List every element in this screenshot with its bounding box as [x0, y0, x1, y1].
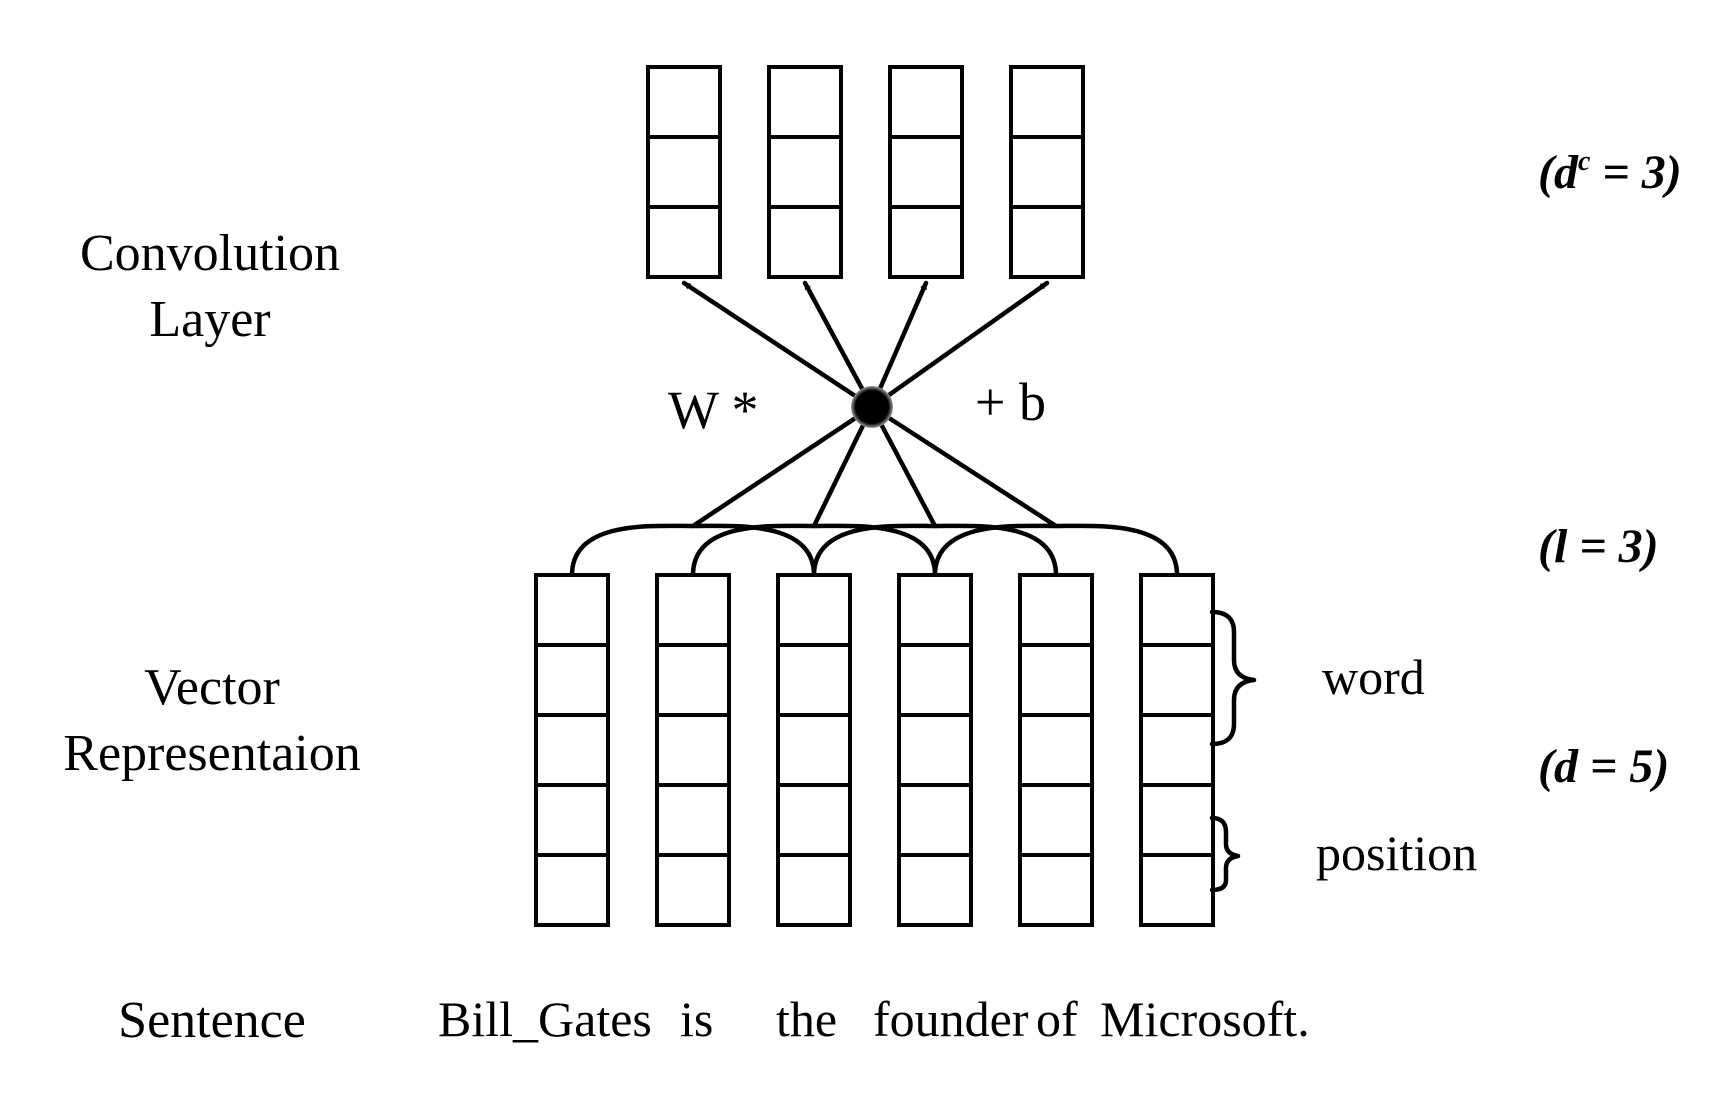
- window-edge: [811, 404, 875, 529]
- vector-cell: [1018, 573, 1094, 647]
- convolution-label-line2: Layer: [149, 291, 270, 348]
- vector-cell: [655, 713, 731, 787]
- vector-cell: [776, 853, 852, 927]
- filter-dimension-annotation: (dc = 3): [1538, 146, 1682, 199]
- weight-operator: W *: [668, 380, 759, 440]
- vector-cell: [1139, 713, 1215, 787]
- vector-cell: [897, 783, 973, 857]
- sentence-word: of: [1036, 991, 1078, 1047]
- bias-operator: + b: [975, 372, 1046, 432]
- filter-cell: [888, 135, 964, 209]
- node-to-filter-edges: [681, 280, 1050, 410]
- vector-cell: [1139, 783, 1215, 857]
- filter-cell: [1009, 65, 1085, 139]
- vector-cell: [776, 713, 852, 787]
- sentence-word: is: [680, 991, 713, 1047]
- filter-cell: [646, 135, 722, 209]
- window-edge: [869, 404, 1059, 529]
- vector-label-line1: Vector: [144, 659, 280, 716]
- window-arcs: [569, 523, 1180, 576]
- window-arc: [811, 523, 1059, 576]
- vector-cell: [1018, 643, 1094, 717]
- sentence-word: founder: [873, 991, 1029, 1047]
- sentence-label: Sentence: [118, 992, 306, 1049]
- vector-cell: [897, 573, 973, 647]
- position-embedding-label: position: [1316, 825, 1477, 881]
- window-arc: [690, 523, 938, 576]
- vector-cell: [1139, 853, 1215, 927]
- sentence-word: Microsoft.: [1100, 991, 1310, 1047]
- vector-cell: [897, 713, 973, 787]
- vector-cell: [1018, 783, 1094, 857]
- vector-cell: [776, 783, 852, 857]
- filter-edge: [681, 280, 875, 410]
- vector-cell: [655, 573, 731, 647]
- vector-cell: [1018, 713, 1094, 787]
- window-to-node-edges: [690, 404, 1059, 529]
- vector-cell: [776, 573, 852, 647]
- vector-cell: [897, 643, 973, 717]
- vector-cell: [534, 573, 610, 647]
- convolution-label-line1: Convolution: [80, 225, 340, 282]
- vector-dimension-annotation: (d = 5): [1538, 740, 1669, 793]
- convolution-node: [851, 386, 893, 428]
- vector-cell: [655, 643, 731, 717]
- sentence-word: Bill_Gates: [438, 991, 652, 1047]
- filter-edge: [802, 280, 875, 410]
- filter-cell: [1009, 205, 1085, 279]
- filter-edge: [869, 280, 929, 410]
- window-edge: [869, 404, 938, 529]
- vector-cell: [534, 643, 610, 717]
- window-arc: [569, 523, 817, 576]
- window-arc: [932, 523, 1180, 576]
- sentence-word: the: [776, 991, 837, 1047]
- vector-cell: [534, 783, 610, 857]
- window-size-annotation: (l = 3): [1538, 520, 1659, 573]
- vector-label-line2: Representaion: [63, 725, 360, 782]
- vector-cell: [534, 853, 610, 927]
- position-embedding-brace: [1209, 815, 1241, 893]
- word-vectors: [534, 573, 1215, 927]
- filter-cell: [888, 65, 964, 139]
- vector-cell: [1018, 853, 1094, 927]
- vector-cell: [534, 713, 610, 787]
- vector-cell: [655, 853, 731, 927]
- filter-cell: [767, 65, 843, 139]
- filter-cell: [646, 65, 722, 139]
- convolution-filters: [646, 65, 1085, 279]
- window-edge: [690, 404, 875, 529]
- vector-cell: [1139, 573, 1215, 647]
- filter-cell: [888, 205, 964, 279]
- filter-cell: [767, 205, 843, 279]
- vector-cell: [776, 643, 852, 717]
- vector-cell: [897, 853, 973, 927]
- filter-cell: [1009, 135, 1085, 209]
- word-embedding-label: word: [1322, 649, 1425, 705]
- vector-cell: [1139, 643, 1215, 717]
- filter-cell: [767, 135, 843, 209]
- filter-edge: [869, 280, 1050, 410]
- word-embedding-brace: [1209, 609, 1257, 747]
- vector-cell: [655, 783, 731, 857]
- filter-cell: [646, 205, 722, 279]
